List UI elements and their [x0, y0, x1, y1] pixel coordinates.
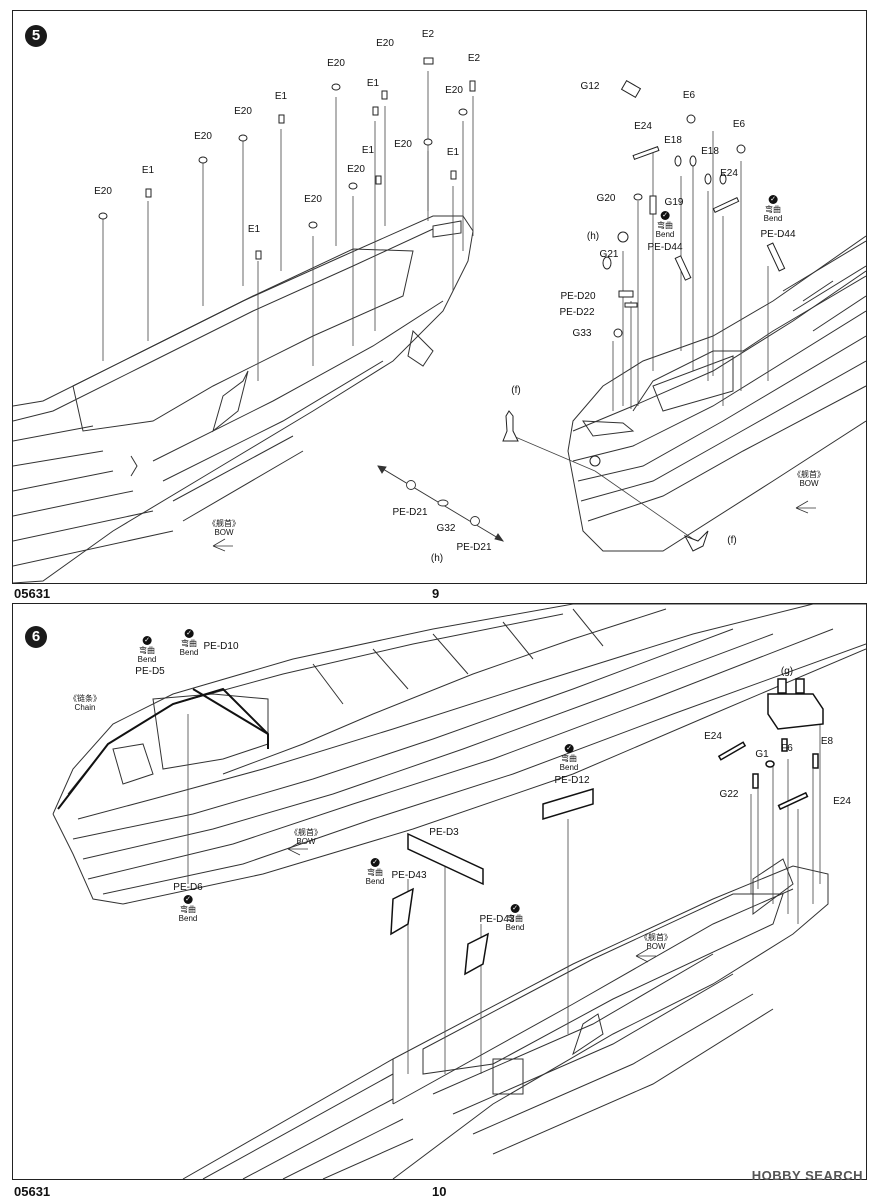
- part-label-pe-d43: PE-D43: [479, 914, 515, 925]
- part-label-g19: G19: [664, 197, 684, 208]
- subassembly-f-label: (f): [511, 385, 521, 396]
- part-label-e2: E2: [421, 29, 435, 40]
- part-label-pe-d21: PE-D21: [392, 507, 428, 518]
- part-label-pe-d5: PE-D5: [135, 666, 165, 677]
- bend-icon: ✓: [142, 636, 152, 645]
- part-label-e24: E24: [833, 796, 851, 807]
- part-label-e24: E24: [634, 121, 652, 132]
- part-label-e8: E8: [820, 736, 834, 747]
- part-label-e20: E20: [376, 38, 394, 49]
- part-label-e20: E20: [94, 186, 112, 197]
- page-number: 10: [432, 1184, 447, 1199]
- part-label-pe-d10: PE-D10: [203, 641, 239, 652]
- part-label-e20: E20: [347, 164, 365, 175]
- part-label-g21: G21: [599, 249, 619, 260]
- bend-icon: ✓: [510, 904, 520, 913]
- part-label-e2: E2: [467, 53, 481, 64]
- watermark-logo: HOBBY SEARCH: [751, 1168, 863, 1183]
- part-label-pe-d43: PE-D43: [391, 870, 427, 881]
- part-label-g33: G33: [572, 328, 592, 339]
- step-number: 6: [25, 626, 47, 648]
- bow-direction-label: 《舰首》BOW: [793, 470, 825, 488]
- kit-code: 05631: [14, 1184, 51, 1199]
- step-5-panel: 5: [12, 10, 867, 584]
- bow-direction-label: 《舰首》BOW: [208, 519, 240, 537]
- part-label-e1: E1: [247, 224, 261, 235]
- part-label-g32: G32: [436, 523, 456, 534]
- subassembly-f-label: (f): [727, 535, 737, 546]
- subassembly-h-label: (h): [430, 553, 444, 564]
- part-label-f6: F6: [781, 743, 793, 754]
- step-6-hull-drawing: [52, 604, 866, 1179]
- step-6-panel: 6: [12, 603, 867, 1180]
- part-label-e1: E1: [366, 78, 380, 89]
- part-label-e20: E20: [445, 85, 463, 96]
- part-label-g1: G1: [755, 749, 769, 760]
- bend-icon: ✓: [370, 858, 380, 867]
- part-label-pe-d12: PE-D12: [554, 775, 590, 786]
- part-label-pe-d6: PE-D6: [173, 882, 203, 893]
- part-label-e18: E18: [664, 135, 682, 146]
- part-label-g22: G22: [719, 789, 739, 800]
- bow-direction-label: 《舰首》BOW: [290, 828, 322, 846]
- part-label-e20: E20: [304, 194, 322, 205]
- chain-label: 《链条》Chain: [69, 694, 101, 712]
- part-label-g12: G12: [580, 81, 600, 92]
- part-label-e20: E20: [394, 139, 412, 150]
- bend-icon: ✓: [564, 744, 574, 753]
- part-label-pe-d20: PE-D20: [560, 291, 596, 302]
- part-label-pe-d21: PE-D21: [456, 542, 492, 553]
- subassembly-h-label: (h): [586, 231, 600, 242]
- step-5-hull-drawing: [13, 57, 866, 583]
- bend-icon: ✓: [184, 629, 194, 638]
- part-label-e6: E6: [682, 90, 696, 101]
- part-label-e1: E1: [274, 91, 288, 102]
- subassembly-g-label: (g): [780, 666, 794, 677]
- bend-icon: ✓: [183, 895, 193, 904]
- part-label-e24: E24: [704, 731, 722, 742]
- part-label-e1: E1: [361, 145, 375, 156]
- kit-code: 05631: [14, 586, 51, 601]
- bend-icon: ✓: [768, 195, 778, 204]
- part-label-pe-d3: PE-D3: [429, 827, 459, 838]
- part-label-e20: E20: [234, 106, 252, 117]
- bend-icon: ✓: [660, 211, 670, 220]
- part-label-e1: E1: [446, 147, 460, 158]
- part-label-e6: E6: [732, 119, 746, 130]
- part-label-e20: E20: [194, 131, 212, 142]
- part-label-e1: E1: [141, 165, 155, 176]
- part-label-e20: E20: [327, 58, 345, 69]
- part-label-pe-d22: PE-D22: [559, 307, 595, 318]
- part-label-pe-d44: PE-D44: [760, 229, 796, 240]
- bow-direction-label: 《舰首》BOW: [640, 933, 672, 951]
- part-label-e18: E18: [701, 146, 719, 157]
- part-label-g20: G20: [596, 193, 616, 204]
- step-number: 5: [25, 25, 47, 47]
- part-label-pe-d44: PE-D44: [647, 242, 683, 253]
- page-number: 9: [432, 586, 440, 601]
- part-label-e24: E24: [720, 168, 738, 179]
